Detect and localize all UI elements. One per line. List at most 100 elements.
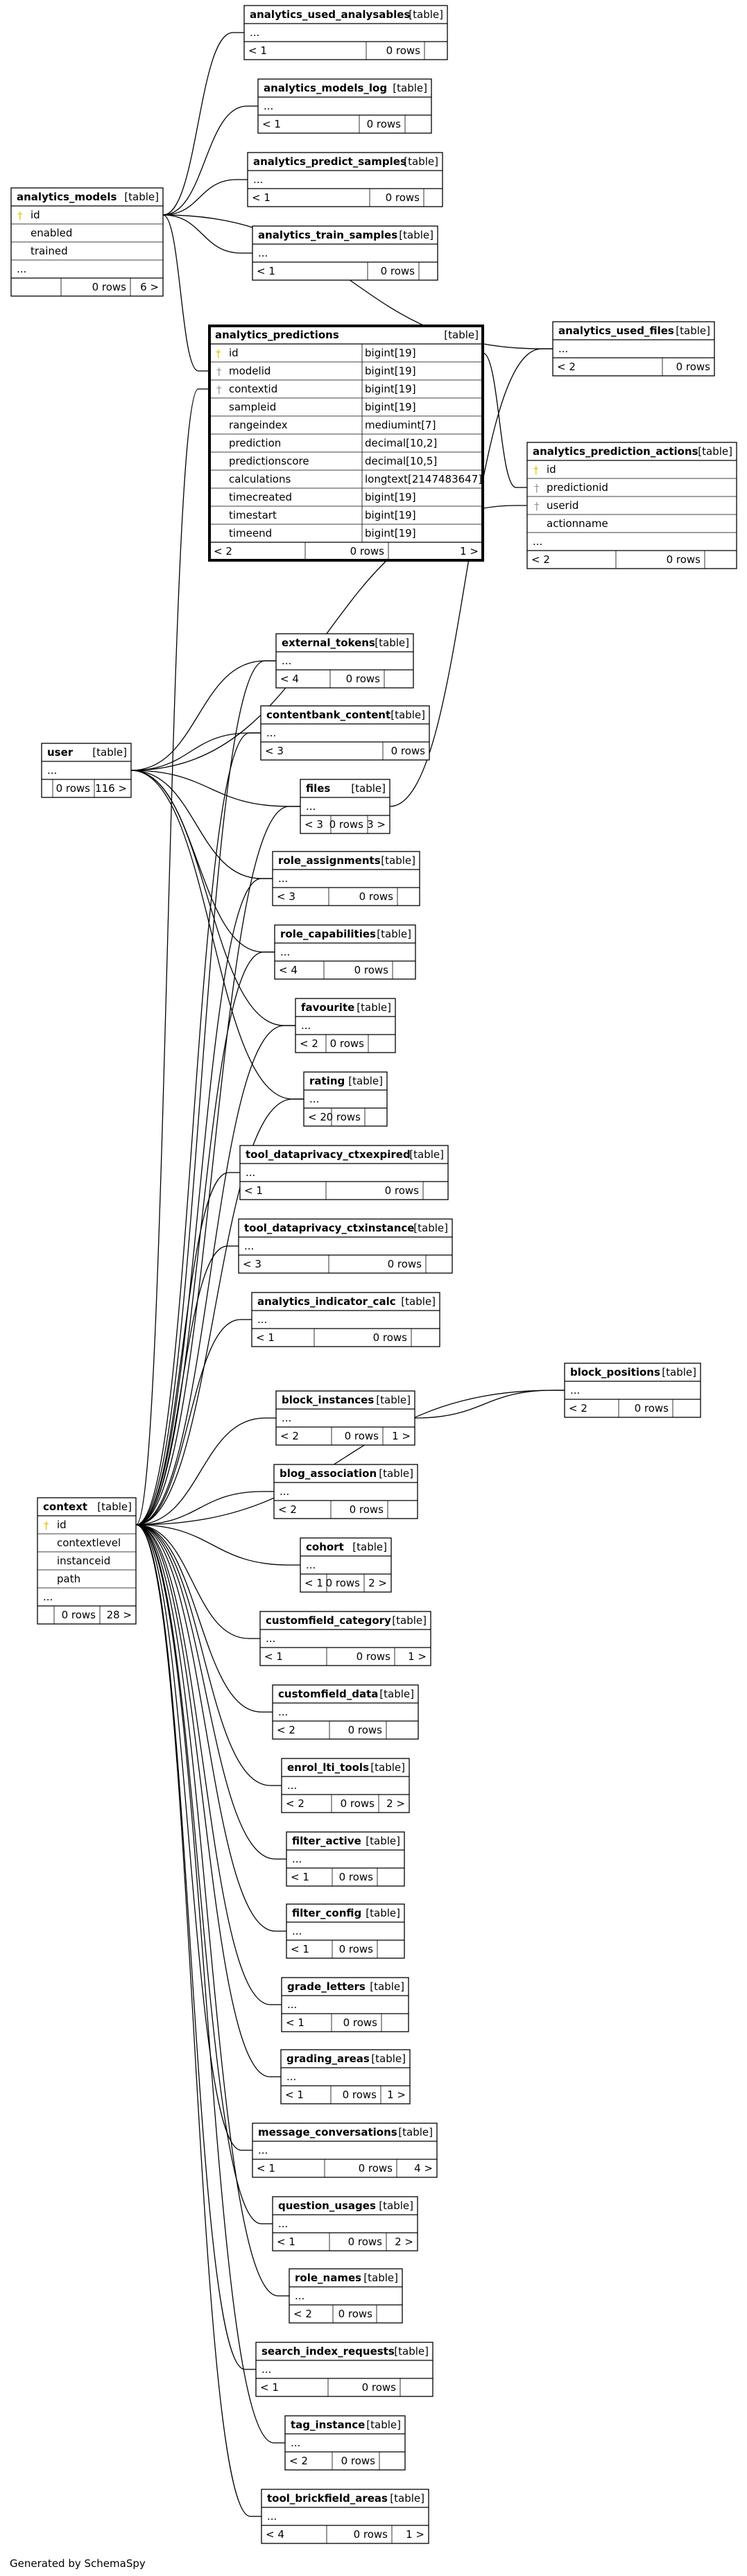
table-frame xyxy=(239,1145,449,1200)
row-count: 0 rows xyxy=(343,2016,378,2029)
table-name: rating xyxy=(309,1075,345,1087)
table-frame xyxy=(300,779,390,834)
more-columns-ellipsis: ... xyxy=(280,946,290,958)
table-name: blog_association xyxy=(280,1467,377,1480)
column-name: prediction xyxy=(229,437,281,449)
column-name: timecreated xyxy=(229,491,292,503)
table-frame xyxy=(259,1611,431,1666)
table-name: analytics_prediction_actions xyxy=(533,445,698,458)
children-count: 2 > xyxy=(368,1577,387,1589)
more-columns-ellipsis: ... xyxy=(250,26,259,39)
table-frame xyxy=(273,1464,418,1519)
table-tdce: tool_dataprivacy_ctxexpired[table]...< 1… xyxy=(239,1145,449,1200)
parents-count: < 2 xyxy=(278,1503,297,1516)
children-count: 1 > xyxy=(387,2089,406,2101)
table-type-label: [table] xyxy=(97,1501,132,1513)
row-count: 0 rows xyxy=(341,2455,376,2467)
row-count: 0 rows xyxy=(386,191,420,204)
table-type-label: [table] xyxy=(348,1075,383,1087)
relationship-line xyxy=(135,1417,266,1525)
children-count: 1 > xyxy=(460,545,479,557)
column-name: trained xyxy=(31,245,68,257)
row-count: 0 rows xyxy=(56,782,91,795)
parents-count: < 3 xyxy=(277,890,295,903)
row-count: 0 rows xyxy=(367,118,402,130)
column-name: userid xyxy=(547,499,578,512)
table-name: role_names xyxy=(295,2272,361,2284)
table-frame xyxy=(255,2342,433,2397)
parents-count: < 2 xyxy=(289,2455,308,2467)
relationship-line xyxy=(135,1524,262,1713)
table-type-label: [table] xyxy=(399,229,433,241)
table-type-label: [table] xyxy=(379,1688,414,1700)
foreign-key-icon: † xyxy=(534,500,540,512)
table-type-label: [table] xyxy=(366,1907,400,1919)
table-type-label: [table] xyxy=(409,8,443,21)
row-count: 0 rows xyxy=(362,2381,397,2394)
relationship-line xyxy=(162,214,199,372)
table-name: context xyxy=(43,1501,87,1513)
column-name: id xyxy=(57,1519,67,1531)
parents-count: < 1 xyxy=(257,2162,275,2175)
parents-count: < 4 xyxy=(279,964,298,976)
parents-count: < 2 xyxy=(214,545,232,557)
parents-count: < 1 xyxy=(256,1331,275,1344)
more-columns-ellipsis: ... xyxy=(261,2363,271,2376)
table-name: tag_instance xyxy=(291,2419,365,2431)
foreign-key-icon: † xyxy=(216,365,222,378)
table-type-label: [table] xyxy=(370,1980,404,1993)
table-type-label: [table] xyxy=(363,2272,398,2284)
table-frame xyxy=(303,1071,388,1127)
parents-count: < 2 xyxy=(557,361,576,373)
table-name: analytics_train_samples xyxy=(258,229,397,241)
relationship-line xyxy=(135,1524,275,2444)
row-count: 0 rows xyxy=(354,964,389,976)
primary-key-icon: † xyxy=(533,464,539,476)
table-type-label: [table] xyxy=(390,709,425,721)
more-columns-ellipsis: ... xyxy=(287,1998,297,2011)
relationship-line xyxy=(135,1319,241,1525)
table-frame xyxy=(286,1831,405,1887)
table-frame xyxy=(252,2123,438,2178)
table-type-label: [table] xyxy=(366,2419,401,2431)
relationship-line xyxy=(135,1524,250,1639)
relationship-line xyxy=(135,1025,285,1525)
table-type-label: [table] xyxy=(351,782,386,795)
row-count: 0 rows xyxy=(338,2308,373,2320)
relationship-line xyxy=(135,1524,251,2517)
table-type-label: [table] xyxy=(413,1222,448,1234)
more-columns-ellipsis: ... xyxy=(258,2144,268,2156)
relationship-line xyxy=(135,1098,293,1525)
relationship-line xyxy=(130,770,262,879)
table-frame xyxy=(261,2489,429,2544)
parents-count: < 1 xyxy=(248,44,267,57)
table-type-label: [table] xyxy=(357,1001,391,1014)
table-type-label: [table] xyxy=(124,191,159,203)
parents-count: < 1 xyxy=(304,1577,323,1589)
primary-key-icon: † xyxy=(216,347,221,360)
table-name: analytics_used_analysables xyxy=(250,8,410,21)
children-count: 1 > xyxy=(408,1650,427,1663)
row-count: 0 rows xyxy=(346,673,381,685)
table-type-label: [table] xyxy=(370,1761,405,1774)
parents-count: < 1 xyxy=(260,2381,279,2394)
table-frame xyxy=(284,2415,406,2471)
column-type: decimal[10,5] xyxy=(365,455,437,467)
table-frame xyxy=(552,321,715,377)
column-name: path xyxy=(57,1573,80,1585)
table-frame xyxy=(286,1903,405,1959)
table-type-label: [table] xyxy=(398,2126,433,2138)
row-count: 0 rows xyxy=(676,361,711,373)
